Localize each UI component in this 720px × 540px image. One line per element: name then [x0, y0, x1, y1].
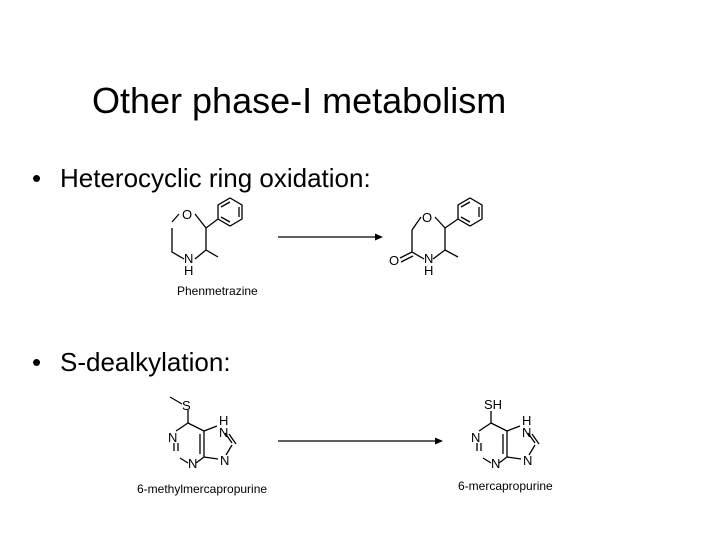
ring-bond: [411, 216, 422, 231]
imidazole-bond: [225, 444, 233, 456]
ring-bond: [434, 216, 446, 229]
bullet-marker: •: [32, 163, 42, 193]
ring-bond: [194, 213, 207, 229]
methyl-bond: [444, 249, 459, 258]
oxygen-atom: O: [422, 210, 432, 225]
phenmetrazine-structure: O N H: [171, 197, 243, 278]
ring-bond: [195, 456, 205, 464]
imidazole-bond: [203, 425, 218, 432]
nitrogen-atom: N: [168, 430, 177, 445]
oxygen-atom: O: [182, 207, 192, 222]
bullet-s-dealkylation: • S-dealkylation:: [32, 346, 231, 378]
carbonyl-bond: [399, 251, 413, 259]
ring-bond: [432, 249, 446, 260]
reaction-arrow: [278, 437, 443, 445]
phenyl-double-bond: [220, 201, 231, 208]
6-methylmercaptopurine-caption: 6-methylmercapropurine: [137, 482, 268, 496]
imidazole-bond: [224, 432, 233, 444]
phenyl-double-bond: [460, 201, 471, 208]
ring-bond: [411, 230, 425, 260]
ring-bond: [187, 422, 205, 432]
imidazole-bond: [506, 456, 522, 460]
6-methylmercaptopurine-structure: S H N N N N: [168, 396, 237, 471]
thiol-group: SH: [484, 397, 502, 412]
nitrogen-atom: N: [220, 453, 229, 468]
imidazole-bond: [528, 444, 536, 456]
bullet-ring-oxidation: • Heterocyclic ring oxidation:: [32, 162, 371, 194]
slide-title: Other phase-I metabolism: [92, 80, 507, 121]
ring-bond: [194, 249, 207, 260]
ring-bond: [171, 228, 185, 260]
carbonyl-oxygen-atom: O: [389, 253, 399, 268]
carbonyl-double-bond: [400, 255, 414, 263]
ring-bond: [490, 422, 508, 432]
sulfur-atom: S: [182, 398, 191, 413]
hydrogen-atom: H: [219, 413, 228, 428]
phenmetrazine-lactam-structure: O O N H: [389, 197, 483, 278]
ring-bond: [498, 456, 508, 464]
phenyl-double-bond: [460, 216, 471, 223]
ring-bond: [482, 457, 492, 464]
imidazole-bond: [203, 456, 219, 460]
phenyl-bond: [205, 218, 219, 229]
hydrogen-atom: H: [522, 413, 531, 428]
imidazole-bond: [506, 425, 521, 432]
nitrogen-atom: N: [188, 456, 197, 471]
nitrogen-atom: N: [522, 425, 531, 440]
ring-bond: [175, 422, 189, 432]
imidazole-double-bond: [228, 433, 237, 445]
bullet-marker: •: [32, 347, 42, 377]
nitrogen-atom: N: [523, 453, 532, 468]
phenyl-ring: [457, 197, 483, 227]
nitrogen-atom: N: [491, 456, 500, 471]
methyl-bond: [169, 396, 183, 405]
phenyl-ring: [217, 197, 243, 227]
imidazole-double-bond: [531, 433, 540, 445]
ring-bond: [478, 422, 492, 432]
imidazole-bond: [527, 432, 536, 444]
6-mercaptopurine-caption: 6-mercapropurine: [458, 479, 553, 493]
nitrogen-atom: N: [219, 425, 228, 440]
hydrogen-atom: H: [424, 263, 433, 278]
bullet-text: S-dealkylation:: [60, 347, 231, 377]
nitrogen-atom: N: [184, 251, 193, 266]
hydrogen-atom: H: [184, 263, 193, 278]
nitrogen-atom: N: [471, 430, 480, 445]
reaction-arrow: [278, 233, 383, 241]
6-mercaptopurine-structure: SH H N N N N: [471, 397, 540, 471]
phenmetrazine-caption: Phenmetrazine: [177, 284, 258, 298]
phenyl-bond: [444, 218, 459, 229]
methyl-bond: [205, 249, 219, 258]
nitrogen-atom: N: [424, 251, 433, 266]
phenyl-double-bond: [220, 216, 231, 223]
ring-bond: [179, 457, 189, 464]
bullet-text: Heterocyclic ring oxidation:: [60, 163, 371, 193]
ring-bond: [171, 213, 180, 223]
